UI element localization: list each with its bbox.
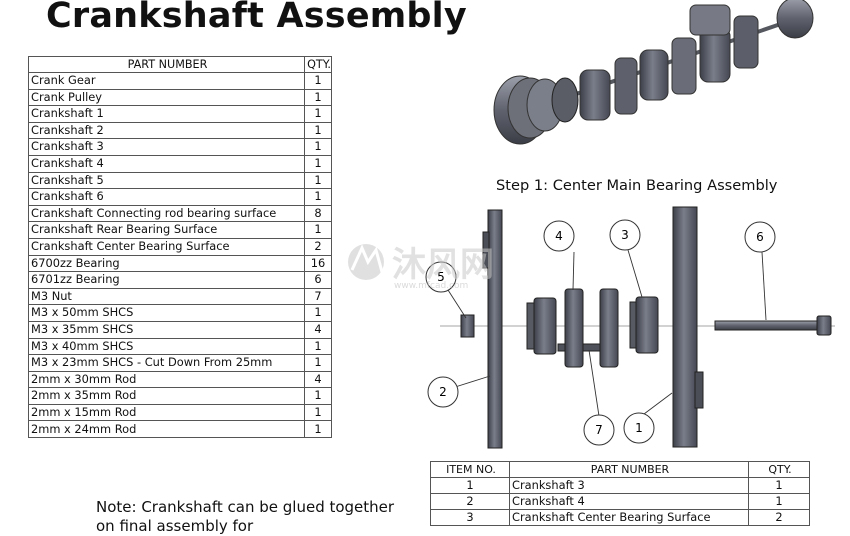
- item-no-cell: 2: [430, 493, 510, 510]
- svg-text:沐风网: 沐风网: [392, 245, 494, 285]
- svg-text:3: 3: [621, 228, 629, 242]
- part-name-cell: 2mm x 24mm Rod: [28, 420, 305, 439]
- svg-text:7: 7: [595, 423, 603, 437]
- note-text: Note: Crankshaft can be glued together o…: [96, 498, 395, 535]
- svg-text:www.mfcad.com: www.mfcad.com: [394, 281, 468, 291]
- svg-text:2: 2: [439, 385, 447, 399]
- svg-text:1: 1: [635, 421, 643, 435]
- header-qty: QTY.: [748, 461, 810, 478]
- qty-cell: 1: [748, 477, 810, 494]
- header-part-number: PART NUMBER: [509, 461, 749, 478]
- qty-cell: 1: [304, 420, 332, 439]
- part-name-cell: Crankshaft 4: [509, 493, 749, 510]
- qty-cell: 1: [304, 354, 332, 372]
- callout-2: 2: [427, 376, 459, 408]
- part-name-cell: Crankshaft Center Bearing Surface: [509, 509, 749, 526]
- part-nut: [460, 314, 475, 338]
- callouts: [447, 249, 767, 417]
- callout-5: 5: [425, 261, 457, 293]
- item-table-header: ITEM NO. PART NUMBER QTY.: [430, 461, 810, 478]
- callout-1: 1: [623, 412, 655, 444]
- svg-text:5: 5: [437, 270, 445, 284]
- callout-6: 6: [744, 221, 776, 253]
- watermark: 沐风网 www.mfcad.com: [348, 244, 494, 291]
- step-title: Step 1: Center Main Bearing Assembly: [496, 177, 778, 194]
- item-no-cell: 1: [430, 477, 510, 494]
- callout-4: 4: [543, 220, 575, 252]
- page-title: Crankshaft Assembly: [46, 0, 467, 36]
- qty-cell: 1: [304, 154, 332, 173]
- qty-cell: 1: [748, 493, 810, 510]
- part-crankshaft-3: [672, 206, 698, 448]
- isometric-crankshaft-render: [493, 0, 814, 145]
- item-no-cell: 3: [430, 509, 510, 526]
- callout-7: 7: [583, 414, 615, 446]
- header-qty: QTY.: [304, 56, 332, 73]
- part-name-cell: Crankshaft 3: [509, 477, 749, 494]
- svg-text:4: 4: [555, 229, 563, 243]
- callout-3: 3: [609, 219, 641, 251]
- header-item-no: ITEM NO.: [430, 461, 510, 478]
- parts-table-header: PART NUMBER QTY.: [28, 56, 332, 73]
- qty-cell: 1: [304, 138, 332, 156]
- qty-cell: 16: [304, 254, 332, 273]
- svg-text:6: 6: [756, 230, 764, 244]
- exploded-view: [440, 206, 835, 449]
- part-screw: [714, 320, 820, 331]
- qty-cell: 2: [748, 509, 810, 526]
- header-part-number: PART NUMBER: [28, 56, 305, 73]
- part-crankshaft-4: [487, 209, 503, 449]
